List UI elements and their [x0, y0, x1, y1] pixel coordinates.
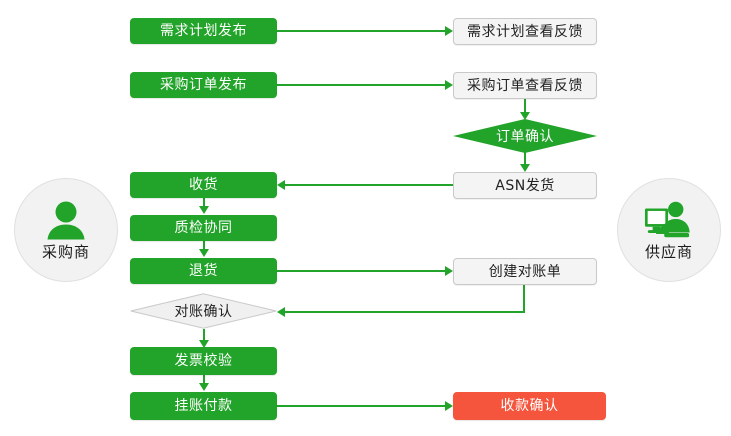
edge-statement-to-reconcile-arrow: [277, 307, 285, 317]
node-label: 发票校验: [174, 353, 233, 369]
node-label: 订单确认: [496, 129, 554, 145]
node-purchase-order-publish[interactable]: 采购订单发布: [130, 72, 277, 98]
edge-statement-to-reconcile-horizontal: [285, 311, 525, 313]
diamond-shape-icon: [453, 119, 597, 153]
node-reconciliation-confirm[interactable]: 对账确认: [130, 293, 277, 329]
node-payment-receipt-confirm[interactable]: 收款确认: [453, 392, 606, 420]
node-label: 收货: [189, 177, 218, 193]
edge-qc-to-return-arrow: [199, 249, 209, 257]
edge-receive-to-qc: [203, 198, 205, 207]
node-demand-plan-publish[interactable]: 需求计划发布: [130, 18, 277, 44]
node-label: 挂账付款: [174, 398, 233, 414]
edge-return-to-statement: [277, 270, 445, 272]
edge-payment-to-receipt-arrow: [445, 401, 453, 411]
node-label: 质检协同: [174, 220, 233, 236]
node-label: 采购订单发布: [160, 77, 247, 93]
edge-confirm-to-asn-arrow: [520, 164, 530, 172]
edge-return-to-statement-arrow: [445, 266, 453, 276]
node-label: ASN发货: [495, 177, 555, 194]
edge-qc-to-return: [203, 241, 205, 250]
edge-demand-plan-arrow: [445, 26, 453, 36]
node-label: 采购订单查看反馈: [467, 77, 583, 94]
edge-confirm-to-asn: [524, 152, 526, 170]
edge-payment-to-receipt: [277, 405, 445, 407]
node-label: 创建对账单: [488, 263, 562, 280]
node-accrual-payment[interactable]: 挂账付款: [130, 392, 277, 420]
node-demand-plan-view-feedback[interactable]: 需求计划查看反馈: [453, 18, 597, 45]
node-asn-shipment[interactable]: ASN发货: [453, 172, 597, 199]
node-receive-goods[interactable]: 收货: [130, 172, 277, 198]
node-return-goods[interactable]: 退货: [130, 258, 277, 284]
edge-receive-to-qc-arrow: [199, 206, 209, 214]
diamond-shape-icon: [130, 293, 277, 329]
edge-reconcile-to-invoice: [203, 329, 205, 342]
edge-purchase-order: [277, 84, 445, 86]
node-order-confirm[interactable]: 订单确认: [453, 119, 597, 153]
node-create-reconciliation-statement[interactable]: 创建对账单: [453, 258, 597, 285]
node-invoice-verification[interactable]: 发票校验: [130, 347, 277, 375]
node-label: 需求计划发布: [160, 23, 247, 39]
edge-purchase-order-arrow: [445, 80, 453, 90]
person-icon: [41, 198, 91, 240]
node-label: 退货: [189, 263, 218, 279]
node-label: 对账确认: [174, 304, 233, 320]
actor-label: 供应商: [644, 243, 693, 261]
node-label: 收款确认: [500, 398, 559, 414]
actor-buyer[interactable]: 采购商: [14, 178, 118, 282]
actor-label: 采购商: [41, 243, 90, 261]
edge-reconcile-to-invoice-arrow: [199, 340, 209, 348]
actor-supplier[interactable]: 供应商: [617, 178, 721, 282]
edge-order-to-confirm: [524, 98, 526, 115]
edge-asn-to-receive: [285, 184, 453, 186]
edge-invoice-to-payment: [203, 375, 205, 385]
node-label: 需求计划查看反馈: [467, 23, 583, 40]
edge-order-to-confirm-arrow: [520, 112, 530, 120]
edge-statement-to-reconcile-vertical: [523, 284, 525, 313]
edge-demand-plan: [277, 30, 445, 32]
node-purchase-order-view-feedback[interactable]: 采购订单查看反馈: [453, 72, 597, 99]
edge-invoice-to-payment-arrow: [199, 383, 209, 391]
edge-asn-to-receive-arrow: [277, 180, 285, 190]
person-with-monitor-icon: [644, 198, 694, 240]
node-quality-inspection-collab[interactable]: 质检协同: [130, 215, 277, 241]
